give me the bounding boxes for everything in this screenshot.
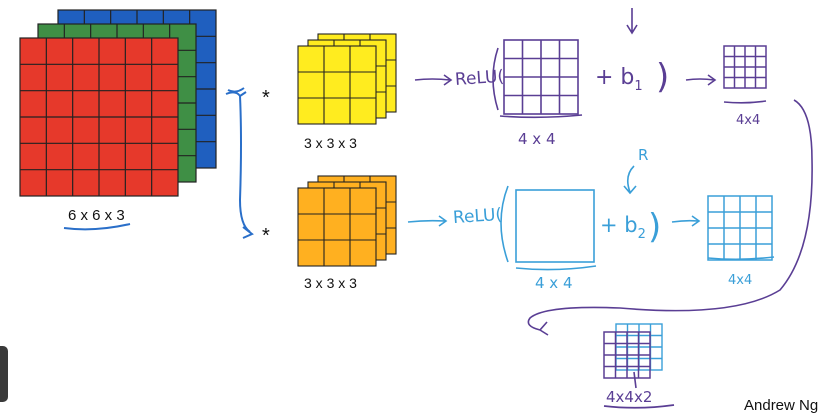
top-conv-grid-underline bbox=[499, 114, 583, 119]
bottom-bias-down-arrow bbox=[623, 165, 637, 195]
branch-bracket bbox=[225, 91, 251, 233]
bottom-output-grid bbox=[707, 195, 773, 261]
bottom-plus-bias: + b2 bbox=[600, 213, 646, 242]
branch-bracket-bottom-arrow bbox=[242, 226, 254, 239]
input-label-underline bbox=[63, 223, 131, 231]
top-arrow-to-output bbox=[685, 74, 717, 86]
filter-yellow bbox=[297, 33, 397, 125]
top-branch: ReLU( 4 x 4 + b1 ) 4x4 bbox=[414, 8, 813, 336]
stacked-output-size-label: 4x4x2 bbox=[606, 388, 652, 406]
filter-orange-cell-front-frame bbox=[297, 187, 377, 267]
branch-bracket-top-arrow bbox=[227, 87, 245, 93]
top-output-grid bbox=[723, 45, 767, 89]
left-window-edge bbox=[0, 346, 8, 402]
top-relu-label: ReLU( bbox=[454, 67, 504, 90]
top-conv-size-label: 4 x 4 bbox=[518, 130, 556, 148]
input-dims-label: 6 x 6 x 3 bbox=[68, 207, 125, 224]
stacked-output-front-layer bbox=[603, 331, 651, 379]
top-bias-down-arrow bbox=[626, 8, 638, 35]
top-conv-grid bbox=[503, 39, 579, 115]
bottom-bias-subscript: 2 bbox=[638, 227, 646, 242]
bottom-open-paren bbox=[500, 185, 509, 263]
bottom-conv-size-label: 4 x 4 bbox=[535, 274, 573, 292]
bottom-relu-label: ReLU( bbox=[452, 205, 502, 228]
filter-yellow-dims-label: 3 x 3 x 3 bbox=[304, 135, 357, 151]
top-output-underline bbox=[723, 100, 767, 104]
filter-orange bbox=[297, 175, 397, 267]
bottom-output-underline bbox=[707, 256, 775, 261]
stacked-output-underline bbox=[603, 404, 675, 409]
bottom-output-size-label: 4x4 bbox=[728, 273, 752, 288]
bottom-conv-box-underline bbox=[515, 265, 597, 271]
conv-operator-bottom: * bbox=[262, 225, 270, 247]
conv-operator-top: * bbox=[262, 87, 270, 109]
top-plus-bias: + b1 bbox=[595, 65, 643, 94]
top-to-stack-arrow bbox=[527, 99, 813, 336]
author-credit: Andrew Ng bbox=[744, 397, 818, 414]
stacked-output: 4x4x2 bbox=[603, 323, 675, 409]
input-channel-red bbox=[19, 37, 179, 197]
bottom-bias-symbol: R bbox=[638, 146, 648, 164]
top-close-paren: ) bbox=[656, 57, 669, 97]
bottom-branch: ReLU( 4 x 4 + b2 ) R 4x4 bbox=[407, 146, 775, 292]
filter-yellow-cell-front-frame bbox=[297, 45, 377, 125]
filter-orange-dims-label: 3 x 3 x 3 bbox=[304, 275, 357, 291]
top-open-paren bbox=[492, 47, 499, 111]
bottom-close-paren: ) bbox=[648, 207, 661, 247]
top-plus-bias-text: + b bbox=[595, 65, 634, 90]
bottom-arrow-to-relu bbox=[407, 215, 448, 227]
bottom-conv-box bbox=[515, 189, 595, 263]
bottom-arrow-to-output bbox=[671, 215, 701, 227]
input-volume bbox=[19, 9, 217, 197]
top-output-size-label: 4x4 bbox=[736, 113, 760, 128]
top-arrow-to-relu bbox=[414, 74, 453, 86]
stacked-output-arrow-up bbox=[633, 371, 637, 389]
top-bias-subscript: 1 bbox=[634, 79, 642, 94]
bottom-plus-bias-text: + b bbox=[600, 213, 638, 237]
